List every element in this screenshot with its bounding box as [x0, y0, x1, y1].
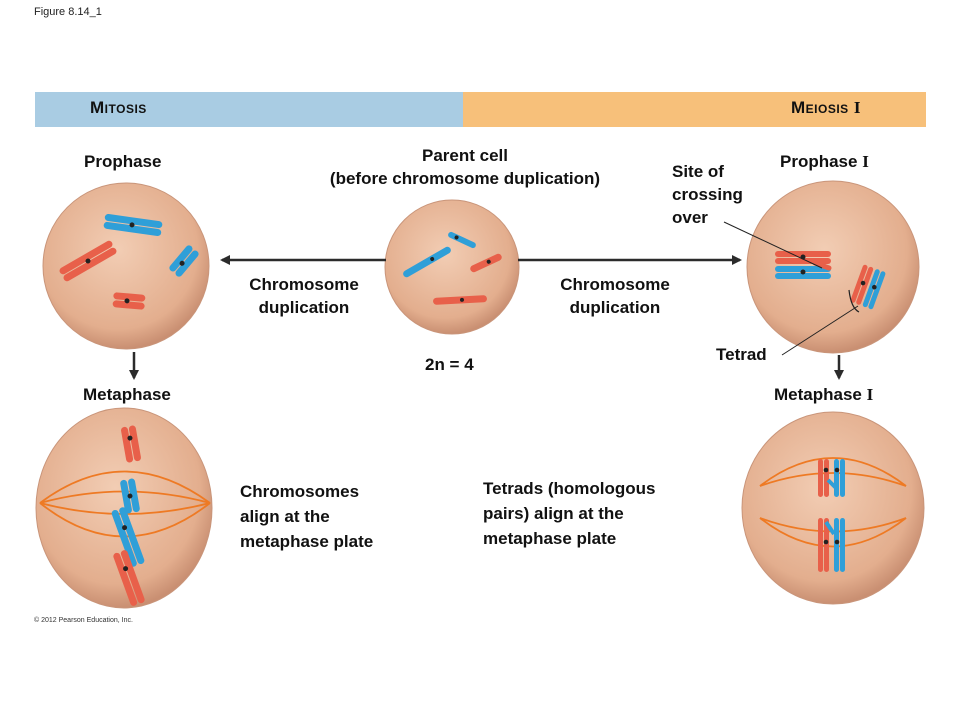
crossing-over-label: Site of crossing over	[672, 160, 743, 229]
mitosis-metaphase-caption: Chromosomes align at the metaphase plate	[240, 479, 373, 554]
mitosis-prophase-label: Prophase	[84, 152, 162, 171]
tetrad-label: Tetrad	[716, 345, 767, 364]
meiosis-metaphase-caption: Tetrads (homologous pairs) align at the …	[483, 476, 656, 551]
ploidy-label: 2n = 4	[425, 355, 474, 374]
meiosis-band: Meiosis I	[463, 92, 926, 127]
meiosis-prophase-numeral: I	[862, 152, 869, 171]
meiosis-metaphase-label: Metaphase I	[774, 383, 873, 406]
meiosis-metaphase-text: Metaphase	[774, 385, 862, 404]
mitosis-band: Mitosis	[35, 92, 463, 127]
meiosis-duplication-line1: Chromosome	[560, 275, 670, 294]
mitosis-title: Mitosis	[90, 98, 147, 117]
parent-title-line2: (before chromosome duplication)	[329, 169, 601, 188]
copyright-notice: © 2012 Pearson Education, Inc.	[34, 617, 133, 624]
meiosis-title: Meiosis I	[791, 98, 861, 118]
mitosis-metaphase-label: Metaphase	[83, 385, 171, 404]
mitosis-caption-line2: align at the	[240, 507, 330, 526]
figure-label: Figure 8.14_1	[34, 6, 102, 18]
meiosis-prophase-label: Prophase I	[780, 150, 869, 173]
mitosis-duplication-label: Chromosome duplication	[224, 273, 384, 319]
mitosis-metaphase-chromosomes	[111, 425, 145, 606]
parent-title-line1: Parent cell	[422, 146, 508, 165]
crossing-over-line2: crossing	[672, 185, 743, 204]
parent-cell	[384, 199, 520, 335]
crossing-over-line1: Site of	[672, 162, 724, 181]
meiosis-prophase-text: Prophase	[780, 152, 858, 171]
meiosis-caption-line2: pairs) align at the	[483, 504, 624, 523]
mitosis-prophase-cell	[42, 182, 210, 350]
crossing-over-line3: over	[672, 208, 708, 227]
meiosis-metaphase-numeral: I	[866, 385, 874, 404]
parent-chromosomes	[403, 231, 502, 305]
parent-cell-title: Parent cell (before chromosome duplicati…	[288, 144, 642, 190]
meiosis-caption-line3: metaphase plate	[483, 529, 617, 548]
crossing-over-pointer	[723, 221, 823, 269]
meiosis-metaphase-tetrads	[818, 459, 845, 572]
tetrad-pointer	[781, 305, 859, 356]
meiosis-caption-line1: Tetrads (homologous	[483, 479, 656, 498]
meiosis-prophase-tetrads	[775, 251, 886, 313]
mitosis-prophase-chromosomes	[59, 213, 199, 310]
mitosis-duplication-line1: Chromosome	[249, 275, 359, 294]
meiosis-metaphase-cell	[741, 411, 925, 605]
mitosis-caption-line3: metaphase plate	[240, 532, 374, 551]
meiosis-prophase-cell	[746, 180, 920, 354]
mitosis-caption-line1: Chromosomes	[240, 482, 360, 501]
meiosis-title-text: Meiosis	[791, 98, 849, 117]
meiosis-title-numeral: I	[853, 98, 862, 117]
meiosis-duplication-label: Chromosome duplication	[535, 273, 695, 319]
mitosis-duplication-line2: duplication	[258, 298, 350, 317]
meiosis-duplication-line2: duplication	[569, 298, 661, 317]
